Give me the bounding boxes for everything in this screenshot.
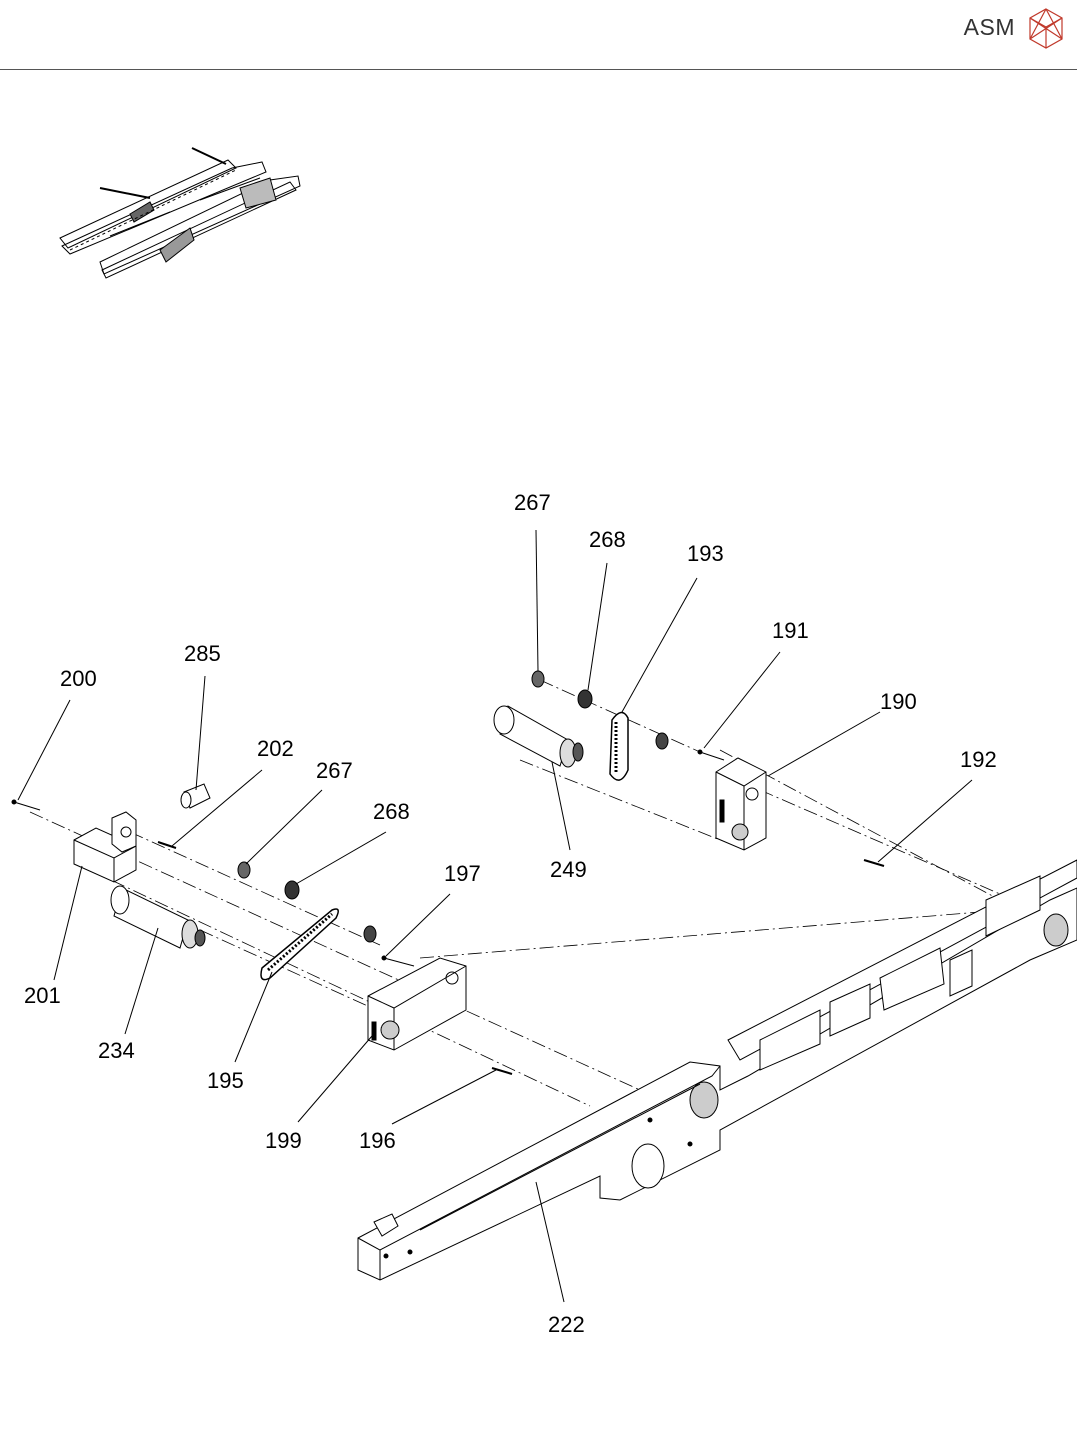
callout-222: 222 — [548, 1312, 585, 1337]
callout-195: 195 — [207, 1068, 244, 1093]
main-side-frame — [358, 860, 1077, 1280]
callout-234: 234 — [98, 1038, 135, 1063]
callout-190: 190 — [880, 689, 917, 714]
callout-201: 201 — [24, 983, 61, 1008]
callout-267-lower: 267 — [316, 758, 353, 783]
callout-267: 267 — [514, 490, 551, 515]
callout-192: 192 — [960, 747, 997, 772]
callout-196: 196 — [359, 1128, 396, 1153]
callout-199: 199 — [265, 1128, 302, 1153]
callout-285: 285 — [184, 641, 221, 666]
callout-202: 202 — [257, 736, 294, 761]
overview-thumbnail — [60, 148, 300, 278]
callout-197: 197 — [444, 861, 481, 886]
callout-268: 268 — [589, 527, 626, 552]
callout-268-lower: 268 — [373, 799, 410, 824]
callout-191: 191 — [772, 618, 809, 643]
callout-200: 200 — [60, 666, 97, 691]
upper-belt-drive-assembly — [494, 671, 884, 866]
callout-249: 249 — [550, 857, 587, 882]
callout-193: 193 — [687, 541, 724, 566]
lower-belt-drive-assembly — [12, 784, 512, 1074]
